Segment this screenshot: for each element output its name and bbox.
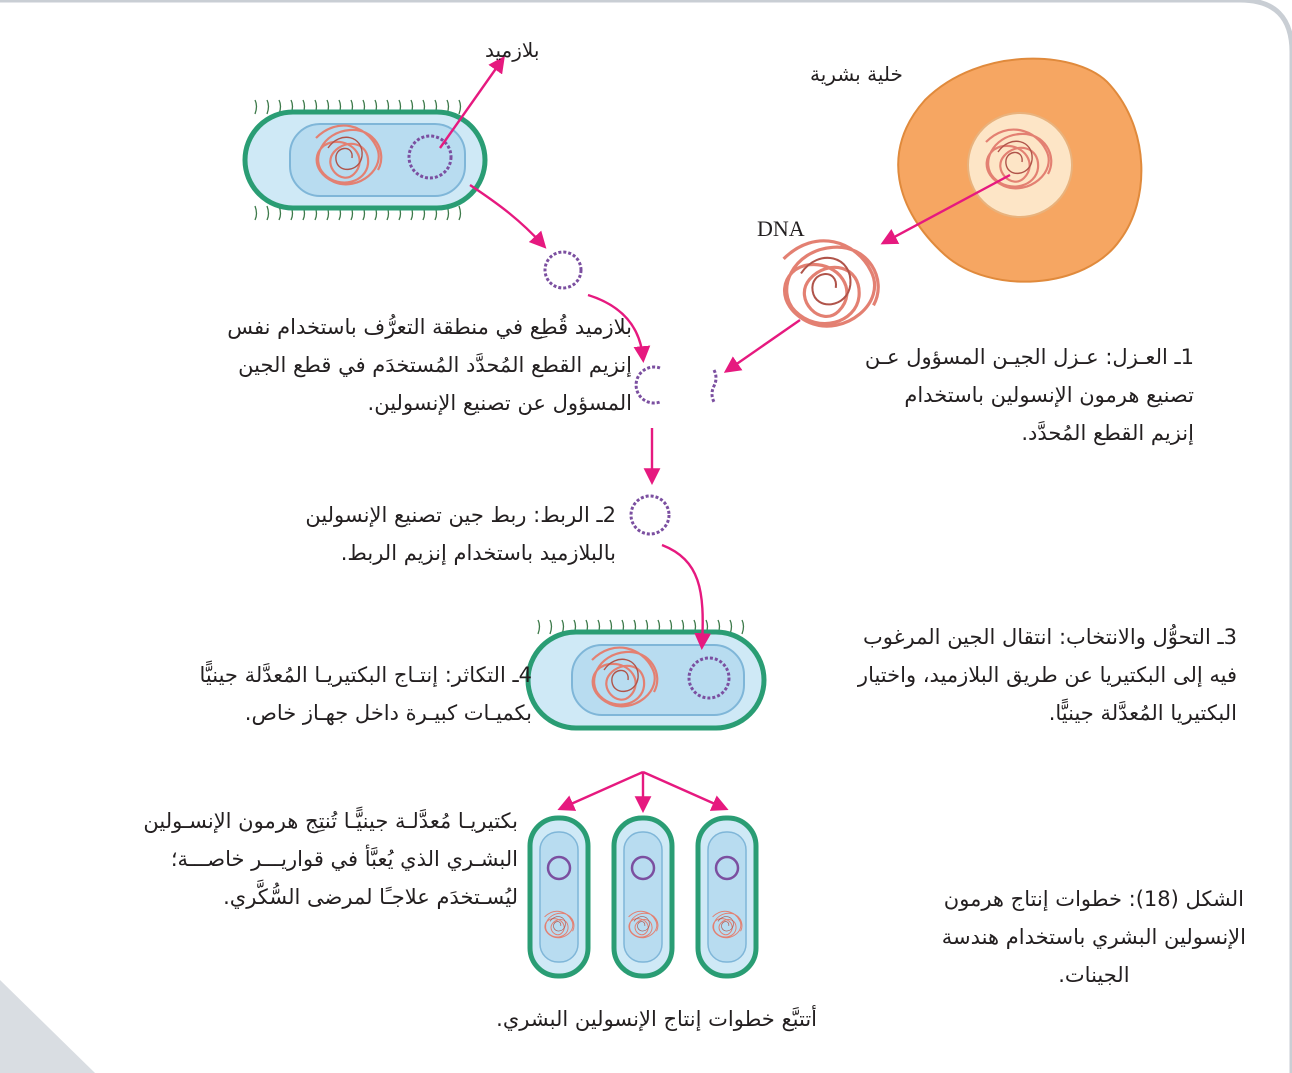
caption-line: الجينات. [1058, 963, 1130, 987]
step-isolation-line: تصنيع هرمون الإنسولين باستخدام [904, 383, 1194, 407]
bacterium-donor [242, 99, 488, 221]
step-multiplication: 4ـ التكاثر: إنتـاج البكتيريـا المُعدَّلة… [200, 656, 533, 732]
label-human-cell: خلية بشرية [810, 62, 903, 86]
bacteria-products [527, 815, 759, 979]
step-isolation: 1ـ العـزل: عـزل الجيـن المسؤول عـن تصنيع… [865, 338, 1194, 452]
step-plasmid-cut: بلازميد قُطِع في منطقة التعرُّف باستخدام… [227, 308, 632, 422]
bacterium-transformed [525, 619, 767, 731]
label-plasmid: بلازميد [485, 38, 540, 62]
step-multiplication-line: 4ـ التكاثر: إنتـاج البكتيريـا المُعدَّلة… [199, 663, 533, 687]
step-isolation-line: 1ـ العـزل: عـزل الجيـن المسؤول عـن [864, 345, 1194, 369]
step-isolation-line: إنزيم القطع المُحدَّد. [1021, 421, 1194, 445]
step-ligation-line: 2ـ الربط: ربط جين تصنيع الإنسولين [305, 503, 616, 527]
flow-arrows [439, 55, 1011, 814]
question-text: أتتبَّع خطوات إنتاج الإنسولين البشري. [496, 1007, 817, 1031]
human-cell [897, 57, 1143, 283]
label-dna: DNA [757, 216, 805, 241]
step-ligation: 2ـ الربط: ربط جين تصنيع الإنسولين بالبلا… [305, 496, 616, 572]
step-plasmid-cut-line: المسؤول عن تصنيع الإنسولين. [367, 391, 632, 415]
step-transformation-line: فيه إلى البكتيريا عن طريق البلازميد، واخ… [857, 663, 1237, 687]
step-result-line: ليُسـتخدَم علاجـًا لمرضى السُّكَّري. [223, 885, 518, 909]
isolated-dna [782, 239, 880, 328]
gene-fragment [710, 369, 718, 403]
plasmid-cut [634, 365, 661, 405]
step-transformation-line: البكتيريا المُعدَّلة جينيًّا. [1048, 701, 1237, 725]
step-plasmid-cut-line: بلازميد قُطِع في منطقة التعرُّف باستخدام… [227, 315, 632, 339]
step-transformation-line: 3ـ التحوُّل والانتخاب: انتقال الجين المر… [862, 625, 1237, 649]
plasmid-free [543, 250, 583, 290]
plasmid-recombinant [629, 494, 671, 536]
caption-line: الشكل (18): خطوات إنتاج هرمون [943, 887, 1244, 911]
step-plasmid-cut-line: إنزيم القطع المُحدَّد المُستخدَم في قطع … [238, 353, 632, 377]
caption-line: الإنسولين البشري باستخدام هندسة [941, 925, 1246, 949]
figure-caption: الشكل (18): خطوات إنتاج هرمون الإنسولين … [942, 880, 1246, 994]
step-result-line: البشـري الذي يُعبَّأ في قواريـــر خاصـــ… [170, 847, 518, 871]
step-ligation-line: بالبلازميد باستخدام إنزيم الربط. [340, 541, 616, 565]
step-result: بكتيريـا مُعدَّلـة جينيًّـا تُنتِج هرمون… [143, 802, 518, 916]
step-result-line: بكتيريـا مُعدَّلـة جينيًّـا تُنتِج هرمون… [143, 809, 518, 833]
step-multiplication-line: بكميـات كبيـرة داخل جهـاز خاص. [244, 701, 532, 725]
step-transformation: 3ـ التحوُّل والانتخاب: انتقال الجين المر… [858, 618, 1237, 732]
